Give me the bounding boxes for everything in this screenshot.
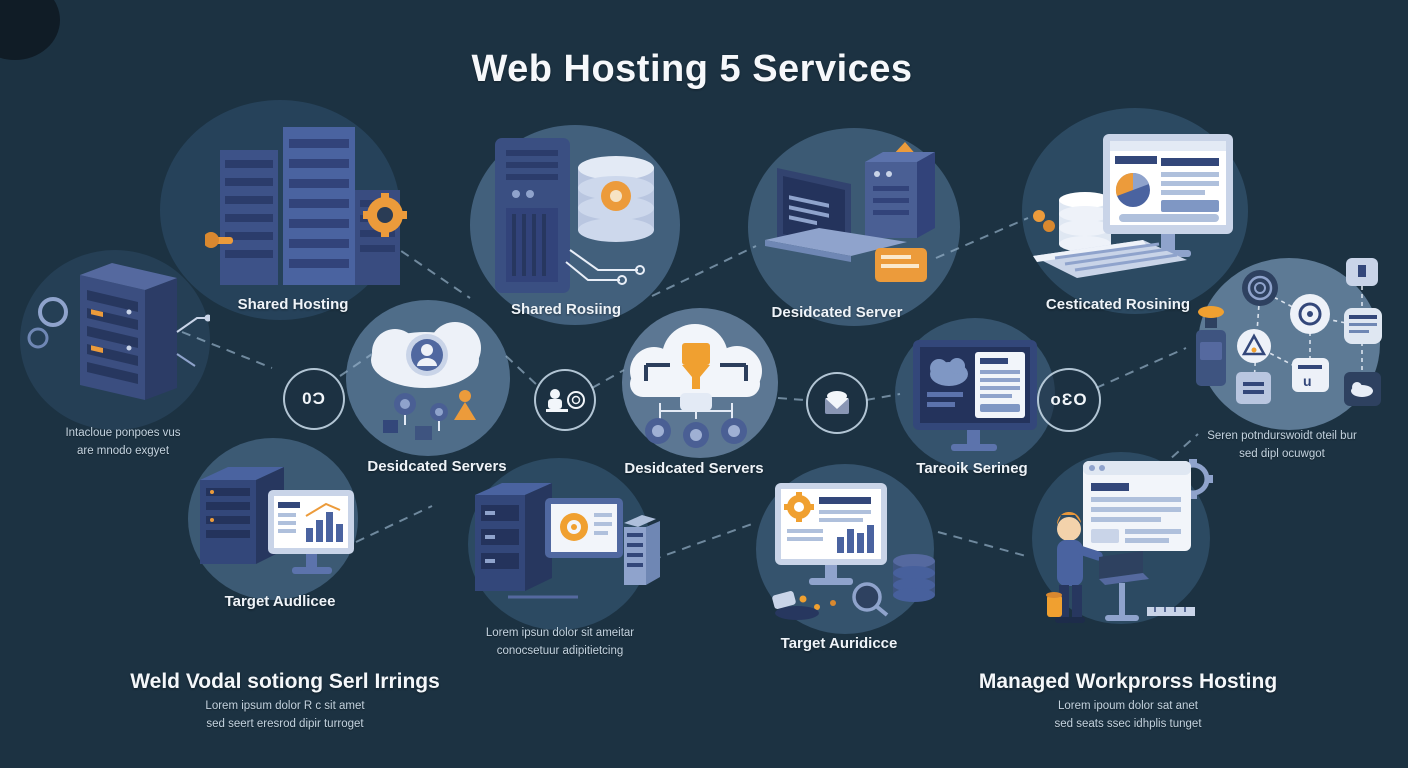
right-note-line2: sed dipl ocuwgot	[1239, 447, 1325, 460]
bg-blob	[0, 0, 60, 60]
left-note-line1: Intacloue ponpoes vus	[65, 427, 181, 439]
cabinet-target-icon	[475, 483, 660, 599]
target-icon	[560, 513, 588, 541]
database-stack-icon	[893, 554, 935, 602]
laptop-icon	[765, 142, 935, 282]
bottle-icon	[1196, 306, 1226, 386]
laptop-stand-icon	[1099, 551, 1149, 621]
user-target-icon	[546, 389, 585, 412]
bar-chart-icon	[305, 502, 343, 542]
label-dedicated-server: Desidcated Server	[771, 304, 903, 321]
browser-window-icon	[1083, 461, 1191, 551]
badge-oc: 0Ɔ	[283, 368, 345, 430]
label-target-audience-center: Target Auridicce	[780, 635, 898, 652]
bar-chart-monitor-icon	[200, 467, 354, 574]
center-note-line2: conocsetuur adipitietcing	[496, 644, 624, 657]
cloud-icon	[930, 358, 968, 386]
badge-oc-text: 0Ɔ	[302, 389, 326, 408]
cloud-funnel-icon	[630, 324, 762, 448]
small-server-icon	[624, 515, 660, 585]
gear-icon	[394, 393, 448, 421]
footer-right-caption: Lorem ipoum dolor sat anet sed seats sse…	[1054, 698, 1201, 734]
footer-right-line1: Lorem ipoum dolor sat anet	[1058, 700, 1198, 712]
badge-user-target	[534, 369, 596, 431]
left-note: Intacloue ponpoes vus are mnodo exgyet	[65, 425, 180, 461]
footer-left-heading: Weld Vodal sotiong Serl Irrings	[130, 670, 440, 693]
label-shared-hosting: Shared Hosting	[237, 296, 349, 313]
watering-can-icon	[1046, 592, 1062, 617]
badge-o3o: oƐO	[1037, 368, 1101, 432]
pie-chart-icon	[1115, 172, 1150, 207]
office-building-icon	[205, 127, 407, 285]
label-dedicated-servers-left: Desidcated Servers	[367, 458, 507, 475]
bar-chart-icon	[837, 525, 874, 553]
gear-icon	[784, 492, 814, 522]
funnel-icon	[682, 343, 710, 389]
ruler-icon	[1147, 607, 1195, 616]
person-cone-icon	[454, 390, 476, 420]
left-note-line2: are mnodo exgyet	[76, 444, 170, 457]
label-dedicated-servers-center: Desidcated Servers	[624, 460, 764, 477]
key-icon	[205, 232, 233, 248]
cloud-users-icon	[371, 322, 481, 440]
gear-icon	[27, 297, 68, 349]
keyboard-icon	[1033, 240, 1187, 278]
footer-right-line2: sed seats ssec idhplis tunget	[1054, 717, 1202, 730]
server-tower-icon	[495, 138, 654, 293]
label-cesticated-hosting: Cesticated Rosining	[1045, 296, 1191, 313]
magnifier-icon	[852, 582, 889, 617]
label-target-audience-left: Target Audlicee	[224, 593, 336, 610]
badge-o3o-text: oƐO	[1050, 390, 1088, 409]
footer-left-line1: Lorem ipsum dolor R c sit amet	[205, 700, 365, 712]
footer-left-line2: sed seert eresrod dipir turroget	[206, 717, 364, 730]
server-rack-icon	[27, 263, 210, 400]
svg-text:u: u	[1303, 373, 1312, 389]
tablet-icon	[875, 248, 927, 282]
footer-left-caption: Lorem ipsum dolor R c sit amet sed seert…	[205, 698, 364, 734]
dashboard-gear-icon	[772, 483, 935, 620]
footer-right-heading: Managed Workprorss Hosting	[978, 670, 1278, 693]
badge-envelope	[806, 372, 868, 434]
page-title: Web Hosting 5 Services	[471, 48, 913, 90]
database-stack-icon	[578, 156, 654, 242]
right-note: Seren potndurswoidt oteil bur sed dipl o…	[1207, 428, 1357, 464]
person-icon	[1055, 511, 1103, 623]
right-note-line1: Seren potndurswoidt oteil bur	[1207, 430, 1357, 442]
label-shared-rosing: Shared Rosiing	[510, 301, 622, 318]
person-laptop-icon	[1046, 459, 1213, 623]
network-cluster-icon: u	[1196, 258, 1382, 406]
gear-icon	[645, 418, 747, 448]
dashboard-monitor-icon	[1033, 134, 1233, 278]
center-note-line1: Lorem ipsun dolor sit ameitar	[485, 627, 635, 639]
monitor-document-icon	[913, 340, 1037, 451]
envelope-icon	[825, 391, 849, 414]
gear-icon	[363, 193, 407, 237]
database-stack-icon	[1059, 192, 1111, 252]
center-note: Lorem ipsun dolor sit ameitar conocsetuu…	[486, 625, 634, 661]
label-target-serineg: Tareoik Serineg	[916, 460, 1028, 477]
